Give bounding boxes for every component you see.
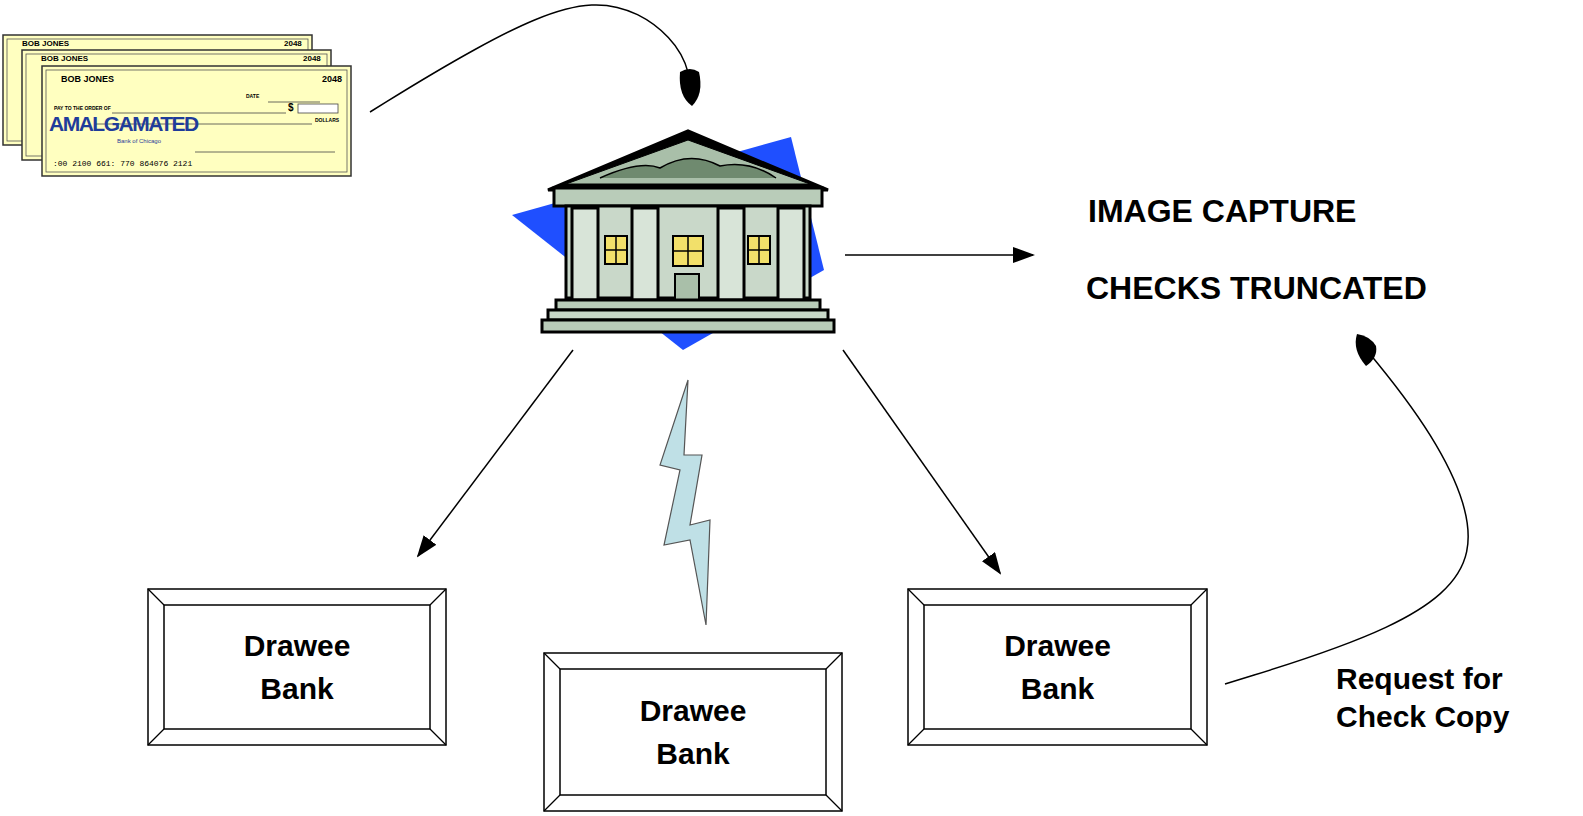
bevel-line — [908, 729, 924, 745]
column — [572, 208, 598, 300]
column — [778, 208, 804, 300]
frame-inner — [924, 605, 1191, 729]
bevel-line — [430, 589, 446, 605]
bevel-line — [148, 729, 164, 745]
node-label: Drawee Bank — [222, 624, 372, 711]
check-text: DOLLARS — [315, 118, 339, 124]
bevel-line — [826, 795, 842, 811]
bevel-line — [148, 589, 164, 605]
beveled-frame — [543, 652, 843, 812]
pediment — [566, 140, 810, 184]
beveled-frame — [147, 588, 447, 746]
frame-outer — [544, 653, 842, 811]
curved-arrow — [370, 5, 690, 112]
bevel-line — [1191, 729, 1207, 745]
node-label: Drawee Bank — [618, 689, 768, 776]
flow-arrow — [845, 254, 1033, 256]
check-text: DATE — [246, 94, 259, 100]
step — [542, 320, 834, 332]
lightning-bolt — [660, 380, 710, 625]
flow-arrow — [843, 350, 1000, 573]
check — [42, 66, 351, 176]
check-text: 2048 — [322, 74, 342, 84]
check-text: Bank of Chicago — [117, 138, 161, 145]
bevel-line — [544, 653, 560, 669]
teardrop-arrowhead — [680, 69, 701, 106]
door — [675, 274, 699, 302]
bank-box: Drawee Bank — [147, 588, 447, 746]
curved-arrow — [1225, 348, 1468, 684]
node-label: Drawee Bank — [983, 624, 1133, 711]
flow-arrow — [418, 350, 573, 556]
teardrop-arrowhead — [1356, 334, 1377, 366]
check-text: AMALGAMATED — [49, 112, 198, 136]
bevel-line — [826, 653, 842, 669]
frame-inner — [560, 669, 826, 795]
check-text: BOB JONES — [61, 74, 114, 84]
bevel-line — [1191, 589, 1207, 605]
bank-building — [542, 131, 834, 332]
check-text: $ — [288, 102, 294, 114]
frame-outer — [908, 589, 1207, 745]
check-stack — [3, 35, 351, 176]
amount-box — [298, 104, 338, 113]
bank-box: Drawee Bank — [543, 652, 843, 812]
pediment-outline — [548, 131, 828, 190]
window-bars — [605, 236, 770, 266]
entablature — [554, 188, 822, 206]
check-text: 2048 — [284, 39, 302, 48]
pediment-relief — [600, 158, 776, 178]
check-text: :00 2100 661: 770 864076 2121 — [53, 159, 192, 168]
check-text: PAY TO THE ORDER OF — [54, 106, 111, 112]
date-line — [268, 102, 320, 103]
frame-inner — [164, 605, 430, 729]
signature-line — [195, 152, 335, 153]
column — [632, 208, 658, 300]
bevel-line — [430, 729, 446, 745]
check-text: BOB JONES — [22, 39, 69, 48]
check-border — [46, 70, 347, 172]
beveled-frame — [907, 588, 1208, 746]
bevel-line — [544, 795, 560, 811]
bevel-line — [908, 589, 924, 605]
check-text: BOB JONES — [41, 54, 88, 63]
column — [718, 208, 744, 300]
note-text: Request for Check Copy — [1336, 660, 1536, 735]
note-text: IMAGE CAPTURE — [1088, 193, 1356, 230]
frame-outer — [148, 589, 446, 745]
bank-box: Drawee Bank — [907, 588, 1208, 746]
note-text: CHECKS TRUNCATED — [1086, 270, 1427, 307]
check-text: 2048 — [303, 54, 321, 63]
